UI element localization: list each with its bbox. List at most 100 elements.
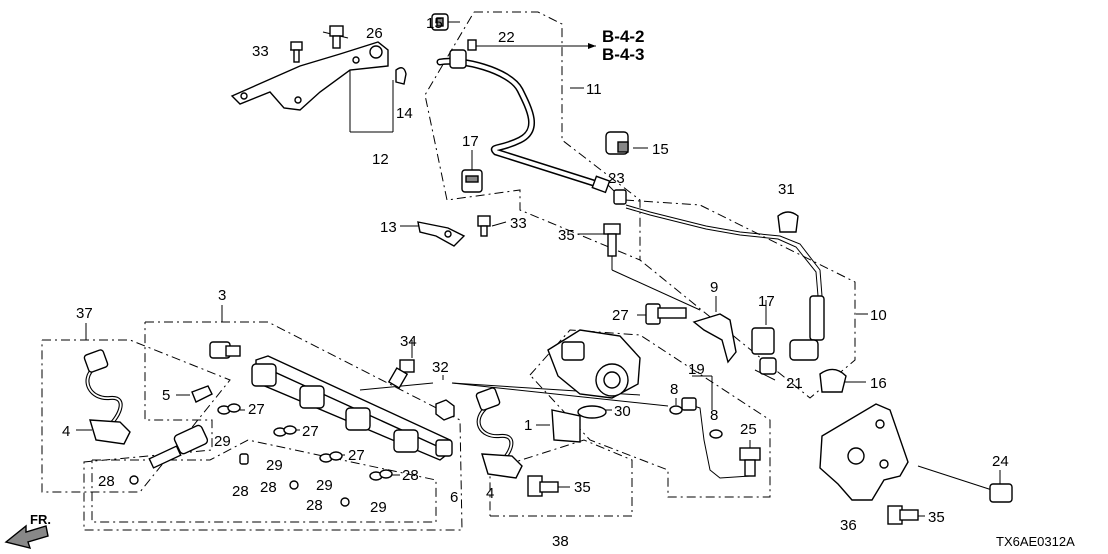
- label-17-right: 17: [758, 293, 775, 310]
- o-ring-27-c: [319, 451, 343, 463]
- label-29-b: 29: [266, 457, 283, 474]
- label-14: 14: [396, 105, 413, 122]
- o-ring-8-right: [709, 429, 723, 439]
- fuel-feed-hose: [436, 49, 611, 194]
- label-22-right: 23: [608, 170, 625, 187]
- fuel-return-pipe: [625, 204, 825, 361]
- label-27-a: 27: [248, 401, 265, 418]
- clip-22-top: [467, 39, 477, 51]
- label-25: 26: [366, 25, 383, 42]
- figure-code: TX6AE0312A: [996, 534, 1075, 549]
- clip-14: [395, 67, 407, 85]
- damper-21: [759, 357, 777, 375]
- group-border-11: [424, 11, 641, 261]
- label-30: 30: [614, 403, 631, 420]
- injector-harness-right: [475, 387, 523, 479]
- part-number-labels: 26 33 14 12 15 22 B-4-2 B-4-3 11 15 17 2…: [30, 15, 1075, 550]
- label-38: 38: [552, 533, 569, 550]
- clip-31: [777, 211, 799, 233]
- label-26: 27: [612, 307, 629, 324]
- label-28-a: 28: [98, 473, 115, 490]
- seal-28-a: [129, 475, 139, 485]
- bolt-35-upper: [603, 223, 621, 257]
- label-33-top: 33: [252, 43, 269, 60]
- nut-32: [435, 399, 455, 421]
- label-4-left: 4: [62, 423, 70, 440]
- pump-mount-bracket: [819, 403, 909, 501]
- direction-label: FR.: [30, 512, 51, 527]
- reference-b-4-3: B-4-3: [602, 45, 645, 64]
- group-border-10: [624, 199, 856, 399]
- clip-5: [191, 385, 213, 403]
- bolt-33-top: [290, 41, 303, 63]
- label-36: 36: [840, 517, 857, 534]
- label-28-c: 28: [260, 479, 277, 496]
- clip-17-right: [751, 327, 775, 355]
- label-27-b: 27: [302, 423, 319, 440]
- label-23: 24: [992, 453, 1009, 470]
- label-5: 5: [162, 387, 170, 404]
- clip-17-left: [461, 169, 483, 193]
- bolt-26: [645, 303, 687, 325]
- label-8-left: 8: [670, 381, 678, 398]
- connector-15-top: [431, 13, 449, 31]
- o-ring-30: [577, 405, 607, 419]
- label-33-mid: 33: [510, 215, 527, 232]
- label-24: 25: [740, 421, 757, 438]
- seal-28-d: [340, 497, 350, 507]
- o-ring-8-left: [669, 405, 683, 415]
- bolt-25: [329, 25, 344, 49]
- fuel-pressure-sensor: [209, 341, 241, 359]
- lifter-1: [551, 409, 581, 443]
- label-1: 1: [524, 417, 532, 434]
- label-15-right: 15: [652, 141, 669, 158]
- label-9: 9: [710, 279, 718, 296]
- clip-22-right: [613, 189, 627, 205]
- label-35-mid: 35: [574, 479, 591, 496]
- label-21: 21: [786, 375, 803, 392]
- upper-bracket: [230, 41, 389, 111]
- label-37: 37: [76, 305, 93, 322]
- label-16: 16: [870, 375, 887, 392]
- label-27-c: 27: [348, 447, 365, 464]
- label-10: 10: [870, 307, 887, 324]
- label-15-top: 15: [426, 15, 443, 32]
- label-17-left: 17: [462, 133, 479, 150]
- label-31: 31: [778, 181, 795, 198]
- label-29-a: 29: [214, 433, 231, 450]
- label-27-d: 28: [402, 467, 419, 484]
- front-direction-arrow: [4, 524, 49, 549]
- fuel-rail: [251, 355, 453, 461]
- bolt-33-mid: [477, 215, 491, 237]
- o-ring-27-d: [369, 469, 393, 481]
- high-pressure-pipe: [681, 397, 751, 479]
- bolt-24: [739, 447, 761, 477]
- seal-28-b: [239, 453, 249, 465]
- label-35-right: 35: [928, 509, 945, 526]
- label-22-top: 22: [498, 29, 515, 46]
- bolt-35-mid: [527, 475, 559, 497]
- group-border-3: [83, 321, 463, 531]
- long-bolt-23: [917, 465, 1013, 503]
- bracket-13: [417, 221, 466, 247]
- label-3: 3: [218, 287, 226, 304]
- label-29-c: 29: [316, 477, 333, 494]
- o-ring-27-a: [217, 403, 241, 415]
- reference-b-4-2: B-4-2: [602, 27, 645, 46]
- connector-15-right: [605, 131, 629, 155]
- group-border-37: [41, 339, 231, 493]
- label-12: 12: [372, 151, 389, 168]
- high-pressure-fuel-pump: [547, 329, 641, 399]
- label-8-right: 8: [710, 407, 718, 424]
- seal-28-c: [289, 480, 299, 490]
- bracket-9: [692, 313, 737, 364]
- bolt-34: [387, 359, 415, 389]
- bolt-35-right: [887, 505, 919, 525]
- label-19: 19: [688, 361, 705, 378]
- label-4-right: 4: [486, 485, 494, 502]
- label-34: 34: [400, 333, 417, 350]
- label-6: 6: [450, 489, 458, 506]
- group-border-6: [91, 439, 437, 523]
- injector-harness-left: [83, 349, 131, 445]
